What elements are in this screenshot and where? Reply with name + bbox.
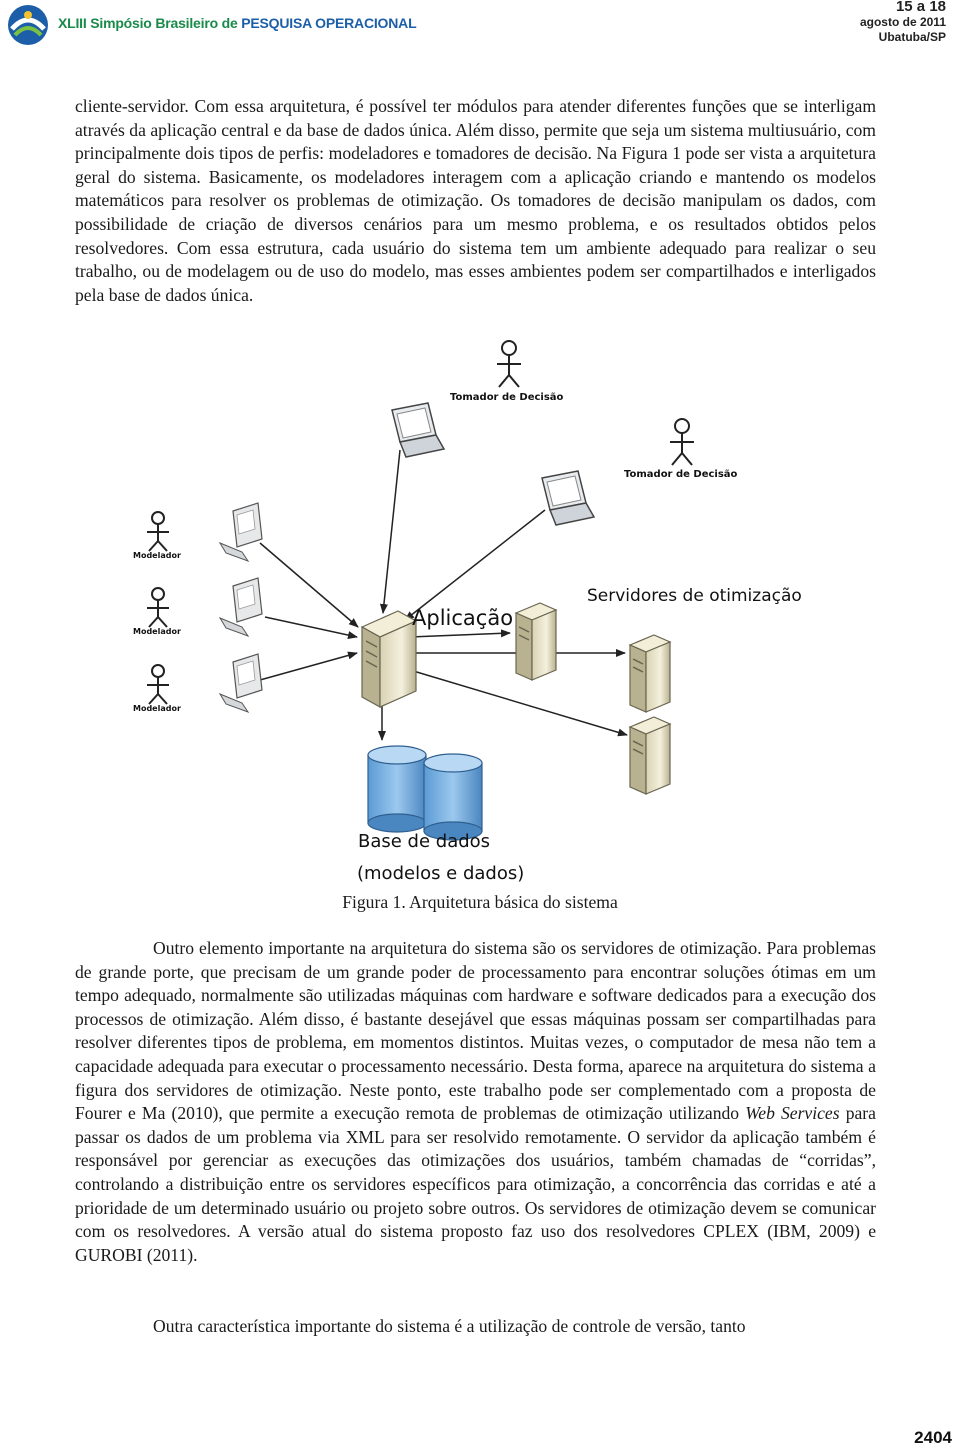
database-icon <box>423 753 483 841</box>
page-number: 2404 <box>914 1428 952 1447</box>
application-label: Aplicação <box>412 606 513 630</box>
modeler-label: Modelador <box>133 551 181 560</box>
architecture-diagram: Tomador de Decisão Tomador de Decisão <box>133 340 802 884</box>
laptop-icon <box>541 470 596 526</box>
optimization-server-icon <box>628 716 672 795</box>
decision-maker-figure <box>497 340 521 388</box>
desktop-computer-icon <box>218 653 263 713</box>
decision-maker-figure <box>670 418 694 466</box>
conference-dates: 15 a 18 agosto de 2011 Ubatuba/SP <box>860 0 946 45</box>
laptop-icon <box>391 402 446 458</box>
body-paragraph-2: Outro elemento importante na arquitetura… <box>75 938 876 1265</box>
conference-title: XLIII Simpósio Brasileiro de PESQUISA OP… <box>58 15 417 31</box>
italic-term: Web Services <box>745 1103 840 1124</box>
modeler-label: Modelador <box>133 704 181 713</box>
database-sublabel: (modelos e dados) <box>357 863 524 884</box>
location: Ubatuba/SP <box>878 30 946 44</box>
body-paragraph-1: cliente-servidor. Com essa arquitetura, … <box>75 96 876 305</box>
figure-caption: Figura 1. Arquitetura básica do sistema <box>342 892 618 912</box>
page-header: XLIII Simpósio Brasileiro de PESQUISA OP… <box>0 0 960 50</box>
servers-label: Servidores de otimização <box>587 586 802 606</box>
month-year: agosto de 2011 <box>859 15 946 29</box>
modeler-label: Modelador <box>133 627 181 636</box>
modeler-figure <box>147 587 169 628</box>
optimization-server-icon <box>514 602 558 681</box>
conference-logo <box>8 5 48 45</box>
date-range: 15 a 18 <box>895 0 946 15</box>
desktop-computer-icon <box>218 577 263 637</box>
database-icon <box>367 745 427 833</box>
connection-arrows <box>259 449 628 741</box>
desktop-computer-icon <box>218 502 263 562</box>
body-paragraph-3: Outra característica importante do siste… <box>153 1316 746 1336</box>
modeler-figure <box>147 664 169 705</box>
database-label: Base de dados <box>358 831 490 852</box>
optimization-server-icon <box>628 634 672 713</box>
decision-maker-label: Tomador de Decisão <box>624 469 738 480</box>
modeler-figure <box>147 511 169 552</box>
application-server-icon <box>360 610 418 709</box>
architecture-figure: Tomador de Decisão Tomador de Decisão <box>100 335 880 890</box>
decision-maker-label: Tomador de Decisão <box>450 392 564 403</box>
